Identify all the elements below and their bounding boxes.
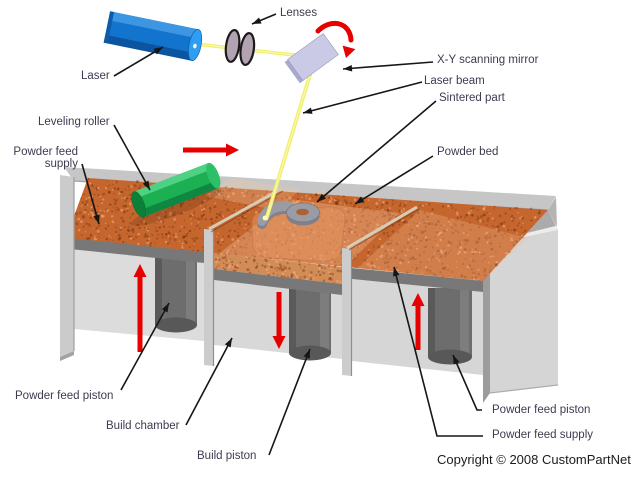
label-laser: Laser <box>81 71 110 83</box>
left-wall <box>60 175 74 361</box>
xy-mirror-arrow <box>343 62 433 72</box>
label-lenses: Lenses <box>280 8 317 20</box>
laser-beam-arrow <box>303 82 422 114</box>
laser-arrow <box>114 47 163 76</box>
label-powder-feed-supply-right: Powder feed supply <box>492 430 593 442</box>
label-laser-beam: Laser beam <box>424 76 485 88</box>
roller-direction-arrow <box>183 144 239 157</box>
label-powder-feed-piston-right: Powder feed piston <box>492 405 590 417</box>
lens-pair <box>224 29 256 66</box>
powder-feed-piston-right <box>428 288 472 365</box>
label-powder-feed-piston-left: Powder feed piston <box>15 391 113 403</box>
label-xy-scanning-mirror: X-Y scanning mirror <box>437 55 538 67</box>
label-leveling-roller: Leveling roller <box>38 117 110 129</box>
copyright-text: Copyright © 2008 CustomPartNet <box>437 452 631 467</box>
build-piston-arrow <box>269 349 310 455</box>
label-build-piston: Build piston <box>197 451 256 463</box>
label-build-chamber: Build chamber <box>106 421 180 433</box>
lenses-arrow <box>252 14 276 24</box>
label-powder-bed: Powder bed <box>437 147 498 159</box>
laser-cylinder <box>104 11 204 62</box>
laser-spot <box>263 216 268 221</box>
powder-feed-piston-left <box>155 255 197 333</box>
label-powder-feed-supply-left: Powder feedsupply <box>8 147 78 170</box>
label-sintered-part: Sintered part <box>439 93 505 105</box>
